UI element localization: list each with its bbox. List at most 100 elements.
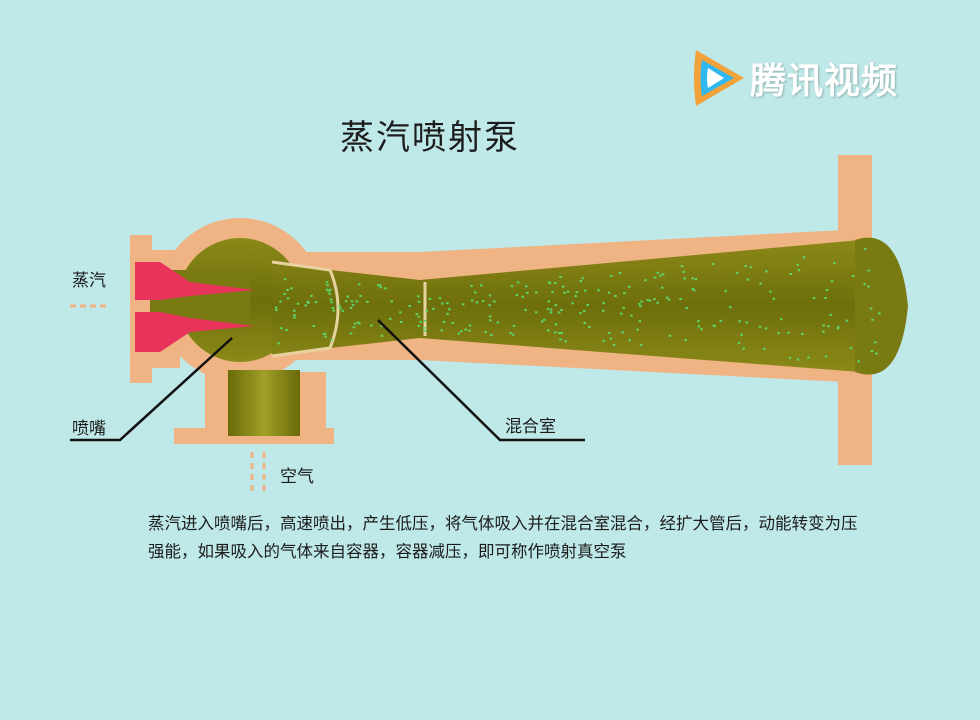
label-steam: 蒸汽 [72, 271, 106, 291]
flow-particle [561, 285, 565, 288]
flow-particle [356, 321, 360, 324]
flow-particle [326, 284, 329, 287]
flow-particle [328, 292, 331, 295]
flow-particle [417, 295, 420, 298]
flow-particle [534, 311, 538, 314]
flow-particle [548, 282, 552, 285]
flow-particle [525, 285, 528, 288]
play-icon [694, 50, 744, 106]
flow-particle [448, 308, 451, 311]
flow-particle [559, 338, 562, 341]
flow-particles [275, 247, 881, 363]
flow-particle [579, 280, 583, 283]
flow-particle [325, 281, 329, 284]
flow-particle [389, 317, 392, 320]
flow-particle [691, 288, 695, 290]
flow-particle [796, 263, 799, 266]
flow-particle [653, 298, 656, 301]
flow-particle [322, 333, 326, 335]
flow-particle [331, 306, 335, 309]
flow-particle [822, 324, 825, 327]
logo-text: 腾讯视频 [750, 61, 899, 102]
flow-particle [684, 339, 687, 341]
flow-particle [417, 300, 421, 303]
flow-particle [293, 316, 296, 319]
flow-particle [656, 301, 659, 304]
flow-particle [488, 294, 492, 297]
flow-particle [346, 295, 350, 298]
flow-particle [415, 313, 418, 315]
flow-particle [564, 340, 567, 343]
flow-particle [399, 321, 403, 323]
flow-particle [475, 301, 479, 304]
flow-particle [788, 356, 792, 359]
flow-particle [521, 295, 524, 298]
flow-particle [275, 309, 278, 312]
flow-particle [352, 326, 356, 329]
flow-particle [777, 332, 780, 335]
flow-particle [744, 265, 747, 268]
flow-particle [665, 296, 669, 299]
flow-particle [623, 292, 626, 295]
flow-particle [419, 320, 422, 323]
flow-particle [812, 297, 816, 300]
flow-particle [423, 327, 426, 329]
flow-particle [350, 300, 354, 303]
flow-particle [830, 280, 834, 283]
flow-particle [758, 325, 762, 328]
flow-particle [742, 347, 745, 350]
flow-particle [283, 293, 286, 295]
flow-particle [293, 309, 296, 312]
flow-particle [796, 358, 800, 361]
flow-particle [822, 330, 825, 333]
flow-particle [836, 327, 840, 330]
flow-particle [644, 279, 647, 282]
flow-particle [749, 266, 753, 269]
flow-particle [314, 301, 318, 304]
flow-particle [582, 310, 586, 313]
flow-particle [296, 302, 300, 305]
flow-particle [489, 319, 492, 322]
flow-particle [571, 302, 574, 305]
flow-particle [285, 329, 288, 331]
flow-particle [324, 335, 327, 338]
flow-particle [621, 331, 624, 334]
flow-particle [857, 360, 860, 363]
flow-particle [653, 276, 657, 279]
flow-particle [327, 289, 331, 292]
flow-particle [329, 298, 333, 301]
flow-particle [694, 278, 698, 280]
flow-particle [464, 328, 467, 331]
flow-particle [789, 273, 793, 275]
flow-particle [609, 337, 613, 340]
flow-particle [547, 300, 550, 303]
flow-particle [332, 309, 335, 312]
flow-particle [667, 298, 671, 301]
flow-particle [330, 301, 333, 304]
flow-particle [824, 355, 828, 358]
flow-particle [769, 290, 772, 293]
flow-particle [547, 329, 550, 332]
flow-particle [656, 271, 660, 274]
flow-particle [490, 333, 493, 336]
flow-particle [772, 297, 776, 300]
flow-particle [636, 328, 639, 331]
flow-particle [737, 342, 741, 344]
label-mixing-chamber: 混合室 [505, 417, 556, 437]
flow-particle [563, 291, 566, 294]
flow-particle [867, 269, 870, 272]
pump-interior [150, 237, 908, 436]
flow-particle [639, 305, 642, 308]
flow-particle [370, 324, 373, 327]
flow-particle [740, 333, 743, 336]
flow-particle [711, 263, 715, 265]
flow-particle [424, 329, 427, 332]
flow-particle [583, 321, 586, 324]
flow-particle [575, 291, 579, 294]
flow-particle [358, 322, 361, 325]
flow-particle [864, 247, 867, 250]
flow-particle [380, 325, 383, 328]
flow-particle [745, 321, 748, 324]
flow-particle [845, 319, 849, 322]
flow-particle [646, 299, 649, 302]
